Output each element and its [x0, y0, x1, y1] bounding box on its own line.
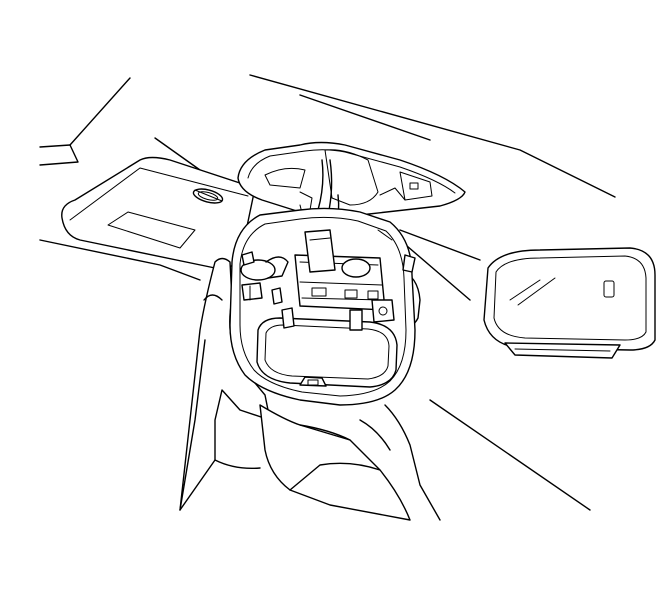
dome-lamp-assembly: [229, 207, 416, 406]
sun-visor: [61, 156, 256, 270]
headliner-outline: [39, 74, 616, 511]
rear-view-mirror: [483, 247, 656, 359]
dome-housing-upper: [237, 141, 466, 216]
